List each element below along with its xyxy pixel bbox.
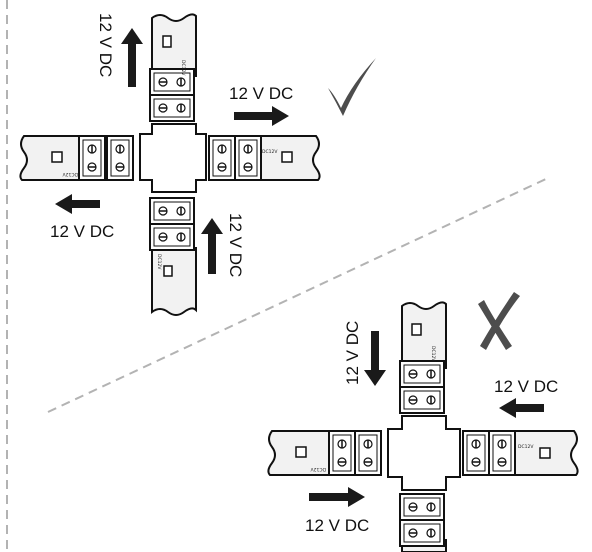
voltage-label: 12 V DC bbox=[96, 13, 115, 77]
connector-clip bbox=[106, 135, 134, 181]
connector-clip bbox=[462, 430, 490, 476]
cross-connector-body bbox=[139, 123, 207, 193]
voltage-label: 12 V DC bbox=[305, 516, 369, 535]
strip-marking: DC12V bbox=[430, 346, 436, 362]
connector-clip bbox=[149, 68, 195, 96]
arrow-left-icon bbox=[55, 194, 100, 214]
connector-clip bbox=[234, 135, 262, 181]
voltage-label: 12 V DC bbox=[343, 321, 362, 385]
connector-clip bbox=[208, 135, 236, 181]
voltage-label: 12 V DC bbox=[226, 213, 245, 277]
arrow-left-icon bbox=[499, 398, 544, 418]
strip-marking: DC12V bbox=[310, 466, 326, 472]
led-strip-left bbox=[267, 430, 331, 476]
connector-clip bbox=[149, 223, 195, 251]
connector-clip bbox=[149, 197, 195, 225]
led-strip-right bbox=[257, 135, 321, 181]
led-strip-top bbox=[151, 13, 197, 77]
cross-connector-body bbox=[387, 415, 461, 491]
correct-connection-diagram: DC12V DC12V DC12V DC12V 12 V DC 12 V DC … bbox=[19, 13, 376, 316]
led-strip-left bbox=[19, 135, 81, 181]
strip-marking: DC12V bbox=[62, 171, 78, 177]
voltage-label: 12 V DC bbox=[229, 84, 293, 103]
arrow-right-icon bbox=[309, 487, 365, 507]
led-strip-top bbox=[401, 301, 447, 369]
connector-clip bbox=[488, 430, 516, 476]
check-mark-icon bbox=[328, 58, 376, 116]
led-strip-right bbox=[514, 430, 579, 476]
strip-marking: DC12V bbox=[518, 444, 534, 450]
connector-clip bbox=[354, 430, 382, 476]
arrow-up-icon bbox=[121, 28, 143, 87]
voltage-label: 12 V DC bbox=[50, 222, 114, 241]
connector-clip bbox=[399, 493, 445, 521]
connector-clip bbox=[399, 519, 445, 547]
voltage-label: 12 V DC bbox=[494, 377, 558, 396]
connector-clip bbox=[399, 360, 445, 388]
connector-clip bbox=[328, 430, 356, 476]
led-strip-bottom bbox=[151, 247, 197, 316]
connector-clip bbox=[399, 386, 445, 414]
connector-clip bbox=[78, 135, 106, 181]
diagonal-divider bbox=[47, 177, 549, 413]
arrow-down-icon bbox=[364, 331, 386, 386]
incorrect-connection-diagram: DC12V DC12V DC12V 12 V DC 12 V DC 12 V D… bbox=[267, 292, 579, 552]
strip-marking: DC12V bbox=[262, 149, 278, 155]
strip-marking: DC12V bbox=[180, 60, 186, 76]
strip-marking: DC12V bbox=[156, 254, 162, 270]
arrow-right-icon bbox=[234, 106, 289, 126]
arrow-up-icon bbox=[201, 218, 223, 274]
connector-clip bbox=[149, 94, 195, 122]
cross-mark-icon bbox=[478, 292, 520, 350]
